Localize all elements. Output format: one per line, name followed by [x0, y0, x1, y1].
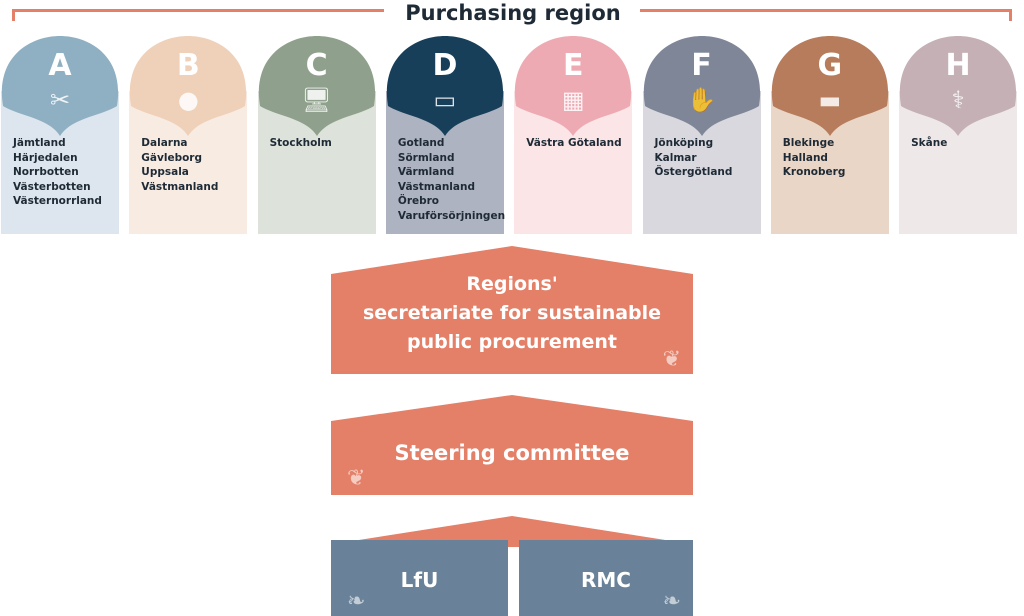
base-shape	[331, 516, 693, 616]
region-list-item: Gotland	[397, 137, 445, 149]
region-list-item: Blekinge	[782, 137, 835, 149]
region-letter: B	[176, 48, 200, 83]
lfu-box	[331, 540, 508, 616]
region-list-item: Östergötland	[654, 166, 733, 178]
card-shape	[385, 36, 504, 234]
leaf-icon: ❦	[662, 347, 681, 372]
computer-icon: 🖥	[301, 86, 332, 114]
secretariate-shape	[331, 246, 693, 374]
steering-label: Steering committee	[394, 441, 630, 465]
region-list-item: Sörmland	[397, 151, 455, 164]
region-list-item: Norrbotten	[13, 166, 79, 178]
leaf-icon: ❧	[347, 589, 366, 614]
region-bracket-right	[640, 9, 1012, 12]
region-list: Västra Götaland	[526, 136, 621, 151]
region-bracket-left	[12, 9, 384, 12]
region-letter: F	[691, 48, 712, 83]
scissors-icon: ✂	[49, 86, 71, 114]
region-list-item: Örebro	[397, 195, 440, 207]
region-list-item: Härjedalen	[13, 151, 78, 164]
region-list: Skåne	[911, 136, 947, 151]
region-letter: E	[562, 48, 584, 83]
rmc-box	[519, 540, 693, 616]
region-letter: D	[432, 48, 458, 83]
card-shape	[257, 36, 376, 234]
region-letter: H	[945, 48, 971, 83]
region-list-item: Gävleborg	[141, 151, 202, 164]
rmc-label: RMC	[581, 568, 631, 592]
secretariate-line-2: secretariate for sustainable	[362, 302, 662, 324]
base-block: LfU RMC ❧ ❧	[331, 516, 693, 616]
region-bracket-right-end	[1009, 9, 1012, 21]
tomato-icon: ●	[177, 86, 199, 114]
leaf-icon: ❦	[347, 466, 366, 491]
region-letter: G	[817, 48, 843, 83]
card-shape	[514, 36, 633, 234]
card-shape	[770, 36, 889, 234]
region-list-item: Skåne	[911, 137, 948, 149]
region-letter: A	[48, 48, 72, 83]
steering-shape	[331, 395, 693, 495]
lfu-label: LfU	[400, 568, 439, 592]
region-letter: C	[305, 48, 328, 83]
card-shape	[642, 36, 761, 234]
region-card-h: H ⚕ Skåne	[899, 36, 1018, 234]
lab-coat-icon: ⚕	[951, 86, 965, 114]
page-title: Purchasing region	[405, 1, 621, 25]
card-shape	[129, 36, 248, 234]
region-list-item: Halland	[782, 151, 828, 164]
region-list-item: Kalmar	[654, 151, 697, 164]
region-list-item: Jönköping	[654, 137, 714, 149]
card-shape	[1, 36, 119, 234]
region-list-item: Västmanland	[141, 180, 219, 193]
gloves-icon: ✋	[686, 86, 717, 114]
region-card-e: E ▦ Västra Götaland	[514, 36, 633, 234]
region-list-item: Stockholm	[269, 137, 332, 149]
pills-icon: ▦	[561, 86, 585, 114]
secretariate-block: Regions' secretariate for sustainable pu…	[331, 246, 693, 374]
region-list: Stockholm	[270, 136, 332, 151]
region-list-item: Västmanland	[397, 180, 475, 193]
region-list-item: Västra Götaland	[526, 137, 622, 149]
secretariate-line-3: public procurement	[407, 331, 617, 353]
region-list-item: Västernorrland	[13, 195, 102, 207]
leaf-icon: ❧	[662, 589, 681, 614]
region-list-item: Dalarna	[141, 137, 188, 149]
region-card-c: C 🖥 Stockholm	[257, 36, 376, 234]
steering-committee-block: Steering committee ❦	[331, 395, 693, 495]
bandage-icon: ▭	[433, 86, 457, 114]
hospital-bed-icon: ▬	[818, 86, 842, 114]
region-list-item: Västerbotten	[13, 180, 91, 193]
region-list-item: Värmland	[397, 166, 455, 178]
secretariate-line-1: Regions'	[466, 273, 558, 295]
region-list-item: Jämtland	[13, 137, 66, 149]
region-list-item: Kronoberg	[782, 166, 846, 178]
region-bracket-left-end	[12, 9, 15, 21]
card-shape	[899, 36, 1018, 234]
region-list-item: Uppsala	[141, 166, 189, 178]
region-list-item: Varuförsörjningen	[397, 209, 506, 222]
